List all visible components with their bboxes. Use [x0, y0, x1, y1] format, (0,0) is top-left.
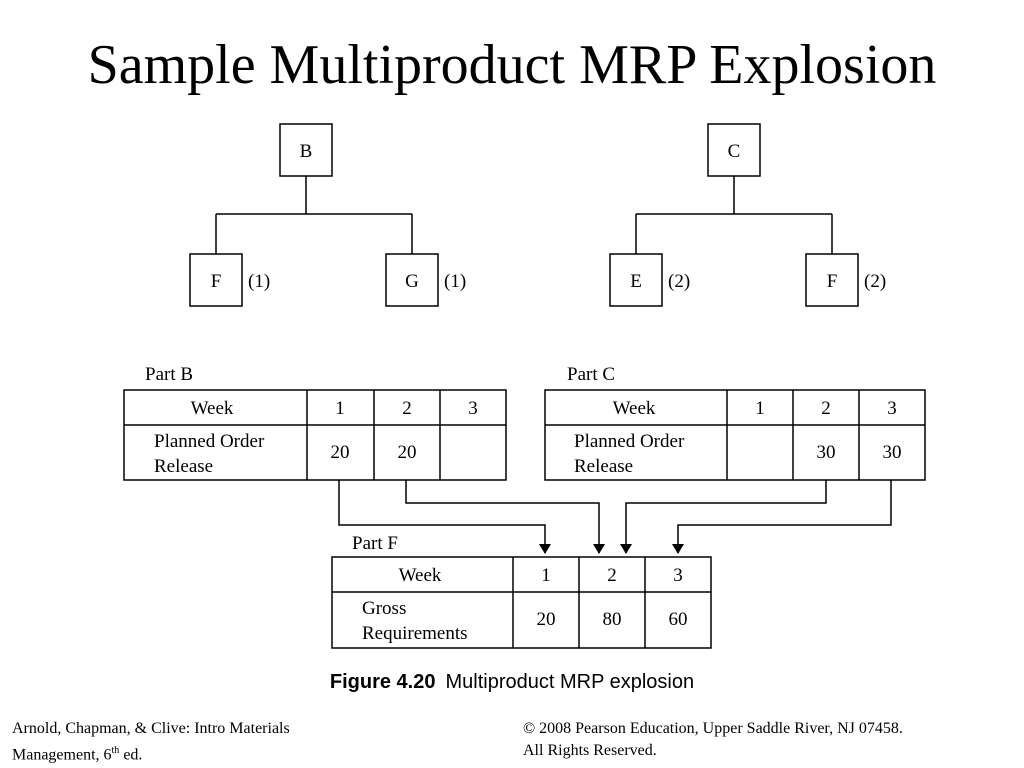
table-part-f-week-1: 1: [541, 565, 551, 586]
tree-node-c-label: C: [728, 141, 741, 162]
table-part-b-week-2: 2: [402, 398, 412, 419]
table-part-f-week-3: 3: [673, 565, 683, 586]
tree-node-c-child1-box: [609, 253, 663, 307]
table-part-f-value-week-3: 60: [669, 609, 688, 630]
table-part-f-label: Part F: [352, 533, 398, 554]
footer-citation-line2-suffix: ed.: [119, 746, 143, 764]
table-part-b-value-week-2: 20: [398, 442, 417, 463]
footer-citation-line2: Management, 6th ed.: [12, 740, 290, 766]
table-part-c-value-week-2: 30: [817, 442, 836, 463]
table-part-b-row-label-line2: Release: [154, 456, 213, 477]
table-part-c-week-3: 3: [887, 398, 897, 419]
tree-node-c-child2-label: F: [827, 271, 838, 292]
table-part-c-week-1: 1: [755, 398, 765, 419]
table-part-c-grid: [544, 389, 926, 481]
tree-node-b-child1-label: F: [211, 271, 222, 292]
arrow-b-week1-to-f: [338, 480, 551, 554]
product-tree-c: [609, 123, 859, 307]
table-part-b-label: Part B: [145, 364, 193, 385]
figure-caption-label: Figure 4.20: [329, 671, 436, 693]
tree-node-b-child1-qty: (1): [248, 271, 270, 292]
arrow-c-week2-to-f: [620, 480, 827, 554]
footer-copyright-line1: © 2008 Pearson Education, Upper Saddle R…: [523, 720, 903, 737]
table-part-f-row-label-line1: Gross: [362, 598, 406, 619]
table-part-c-value-week-3: 30: [883, 442, 902, 463]
tree-node-b-child2-qty: (1): [444, 271, 466, 292]
arrow-c-week3-to-f: [672, 480, 892, 554]
footer-citation-line2-prefix: Management, 6: [12, 746, 112, 764]
tree-node-b-child2-label: G: [405, 271, 419, 292]
tree-node-b-label: B: [300, 141, 313, 162]
tree-node-b-child2-box: [385, 253, 439, 307]
table-part-b-grid: [123, 389, 507, 481]
table-part-b-week-1: 1: [335, 398, 345, 419]
footer-citation-line2-sup: th: [111, 745, 120, 756]
table-part-f-value-week-2: 80: [603, 609, 622, 630]
table-part-c-row-label-line2: Release: [574, 456, 633, 477]
arrow-b-week2-to-f: [405, 480, 605, 554]
tree-node-c-child1-label: E: [630, 271, 642, 292]
table-part-f-grid: [331, 556, 712, 649]
footer-citation: Arnold, Chapman, & Clive: Intro Material…: [12, 718, 290, 766]
tree-node-c-child2-qty: (2): [864, 271, 886, 292]
figure-caption-text: Multiproduct MRP explosion: [445, 671, 695, 693]
table-part-c-row-label-line1: Planned Order: [574, 431, 685, 452]
tree-node-c-child1-qty: (2): [668, 271, 690, 292]
slide-title: Sample Multiproduct MRP Explosion: [87, 34, 937, 96]
table-part-f-row-label-line2: Requirements: [362, 623, 468, 644]
tree-node-b-child1-box: [189, 253, 243, 307]
footer-copyright-line2: All Rights Reserved.: [523, 742, 657, 759]
table-part-f-week-header: Week: [399, 565, 442, 586]
table-part-b-week-3: 3: [468, 398, 478, 419]
table-part-b-row-label-line1: Planned Order: [154, 431, 265, 452]
table-part-c-week-header: Week: [613, 398, 656, 419]
table-part-c-label: Part C: [567, 364, 615, 385]
table-part-b-value-week-1: 20: [331, 442, 350, 463]
table-part-f-value-week-1: 20: [537, 609, 556, 630]
table-part-c-week-2: 2: [821, 398, 831, 419]
tree-node-c-child2-box: [805, 253, 859, 307]
footer-citation-line1: Arnold, Chapman, & Clive: Intro Material…: [12, 720, 290, 737]
footer-copyright: © 2008 Pearson Education, Upper Saddle R…: [523, 718, 903, 762]
product-tree-b: [189, 123, 439, 307]
figure-caption: Figure 4.20 Multiproduct MRP explosion: [0, 671, 1024, 694]
table-part-b-week-header: Week: [191, 398, 234, 419]
table-part-f-week-2: 2: [607, 565, 617, 586]
